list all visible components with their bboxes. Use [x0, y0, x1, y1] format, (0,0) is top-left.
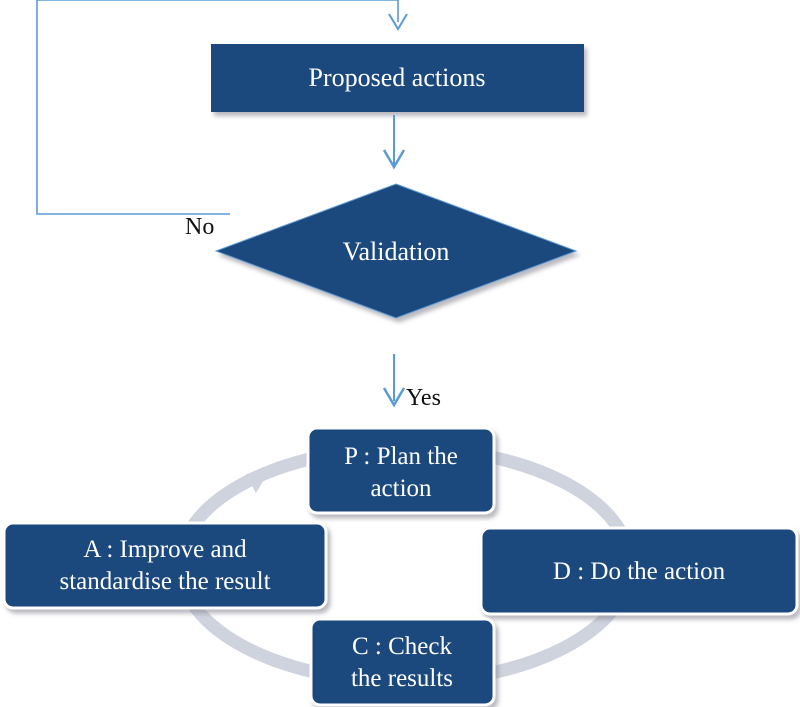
no-feedback-line — [36, 0, 399, 215]
plan-label-line1: P : Plan the — [344, 443, 458, 470]
validation-label: Validation — [343, 237, 450, 266]
proposed-actions-box — [211, 44, 584, 112]
act-box — [2, 521, 328, 610]
yes-arrowhead — [382, 387, 406, 408]
feedback-arrowhead — [388, 13, 408, 31]
do-label: D : Do the action — [553, 558, 726, 585]
check-label-line1: C : Check — [352, 633, 452, 660]
proposed-actions-label: Proposed actions — [309, 63, 486, 92]
plan-box — [306, 426, 496, 515]
pdca-cycle-arrowhead — [246, 473, 268, 493]
do-box — [479, 526, 799, 616]
check-label-line2: the results — [351, 665, 453, 692]
yes-label: Yes — [406, 385, 441, 411]
validation-diamond — [214, 183, 578, 319]
plan-label-line2: action — [370, 475, 432, 502]
act-label-line1: A : Improve and — [83, 536, 247, 563]
no-label: No — [185, 214, 214, 240]
act-label-line2: standardise the result — [59, 568, 270, 595]
check-box — [309, 617, 496, 707]
arrow-to-validation-head — [382, 149, 406, 170]
